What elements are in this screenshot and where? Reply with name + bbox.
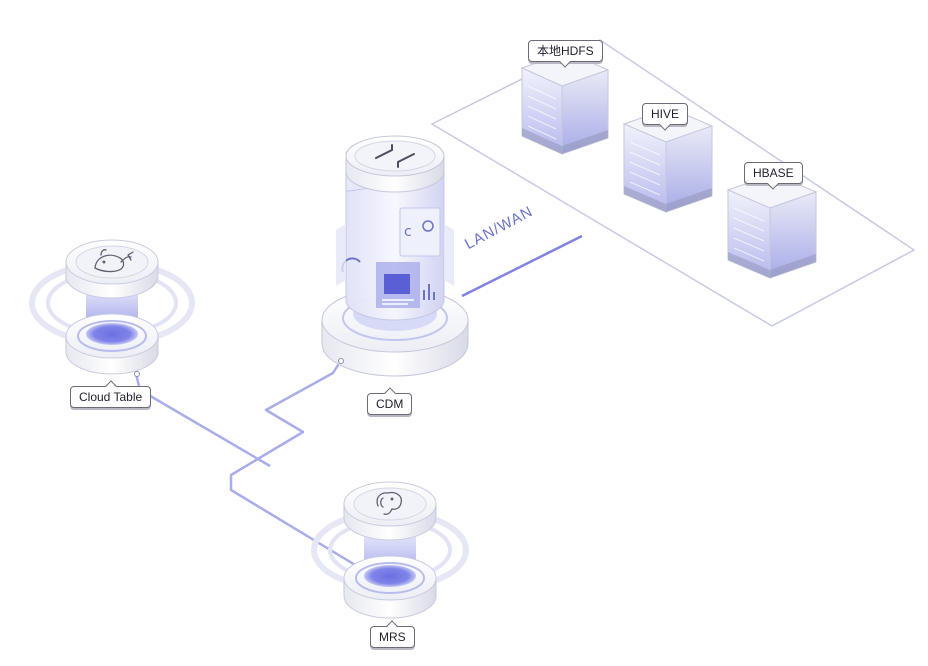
cloud-table-node [29, 239, 195, 377]
mrs-label: MRS [370, 626, 415, 648]
network-link-line [461, 234, 583, 298]
whale-icon [94, 249, 134, 273]
hive-label: HIVE [642, 103, 689, 125]
connector-lines [134, 361, 391, 588]
cloud-table-label: Cloud Table [70, 386, 152, 408]
cloudtable-to-junction-connector [134, 373, 271, 468]
transfer-icon [375, 144, 415, 168]
cdm-label: CDM [367, 393, 413, 415]
cdm-to-mrs-connector [229, 361, 391, 588]
hdfs-label: 本地HDFS [528, 40, 603, 62]
hdfs-cube [520, 51, 610, 155]
cdm-node: c [321, 135, 469, 377]
svg-text:c: c [404, 224, 412, 240]
mrs-node [311, 481, 469, 619]
elephant-icon [376, 491, 402, 515]
hbase-label: HBASE [744, 162, 803, 184]
